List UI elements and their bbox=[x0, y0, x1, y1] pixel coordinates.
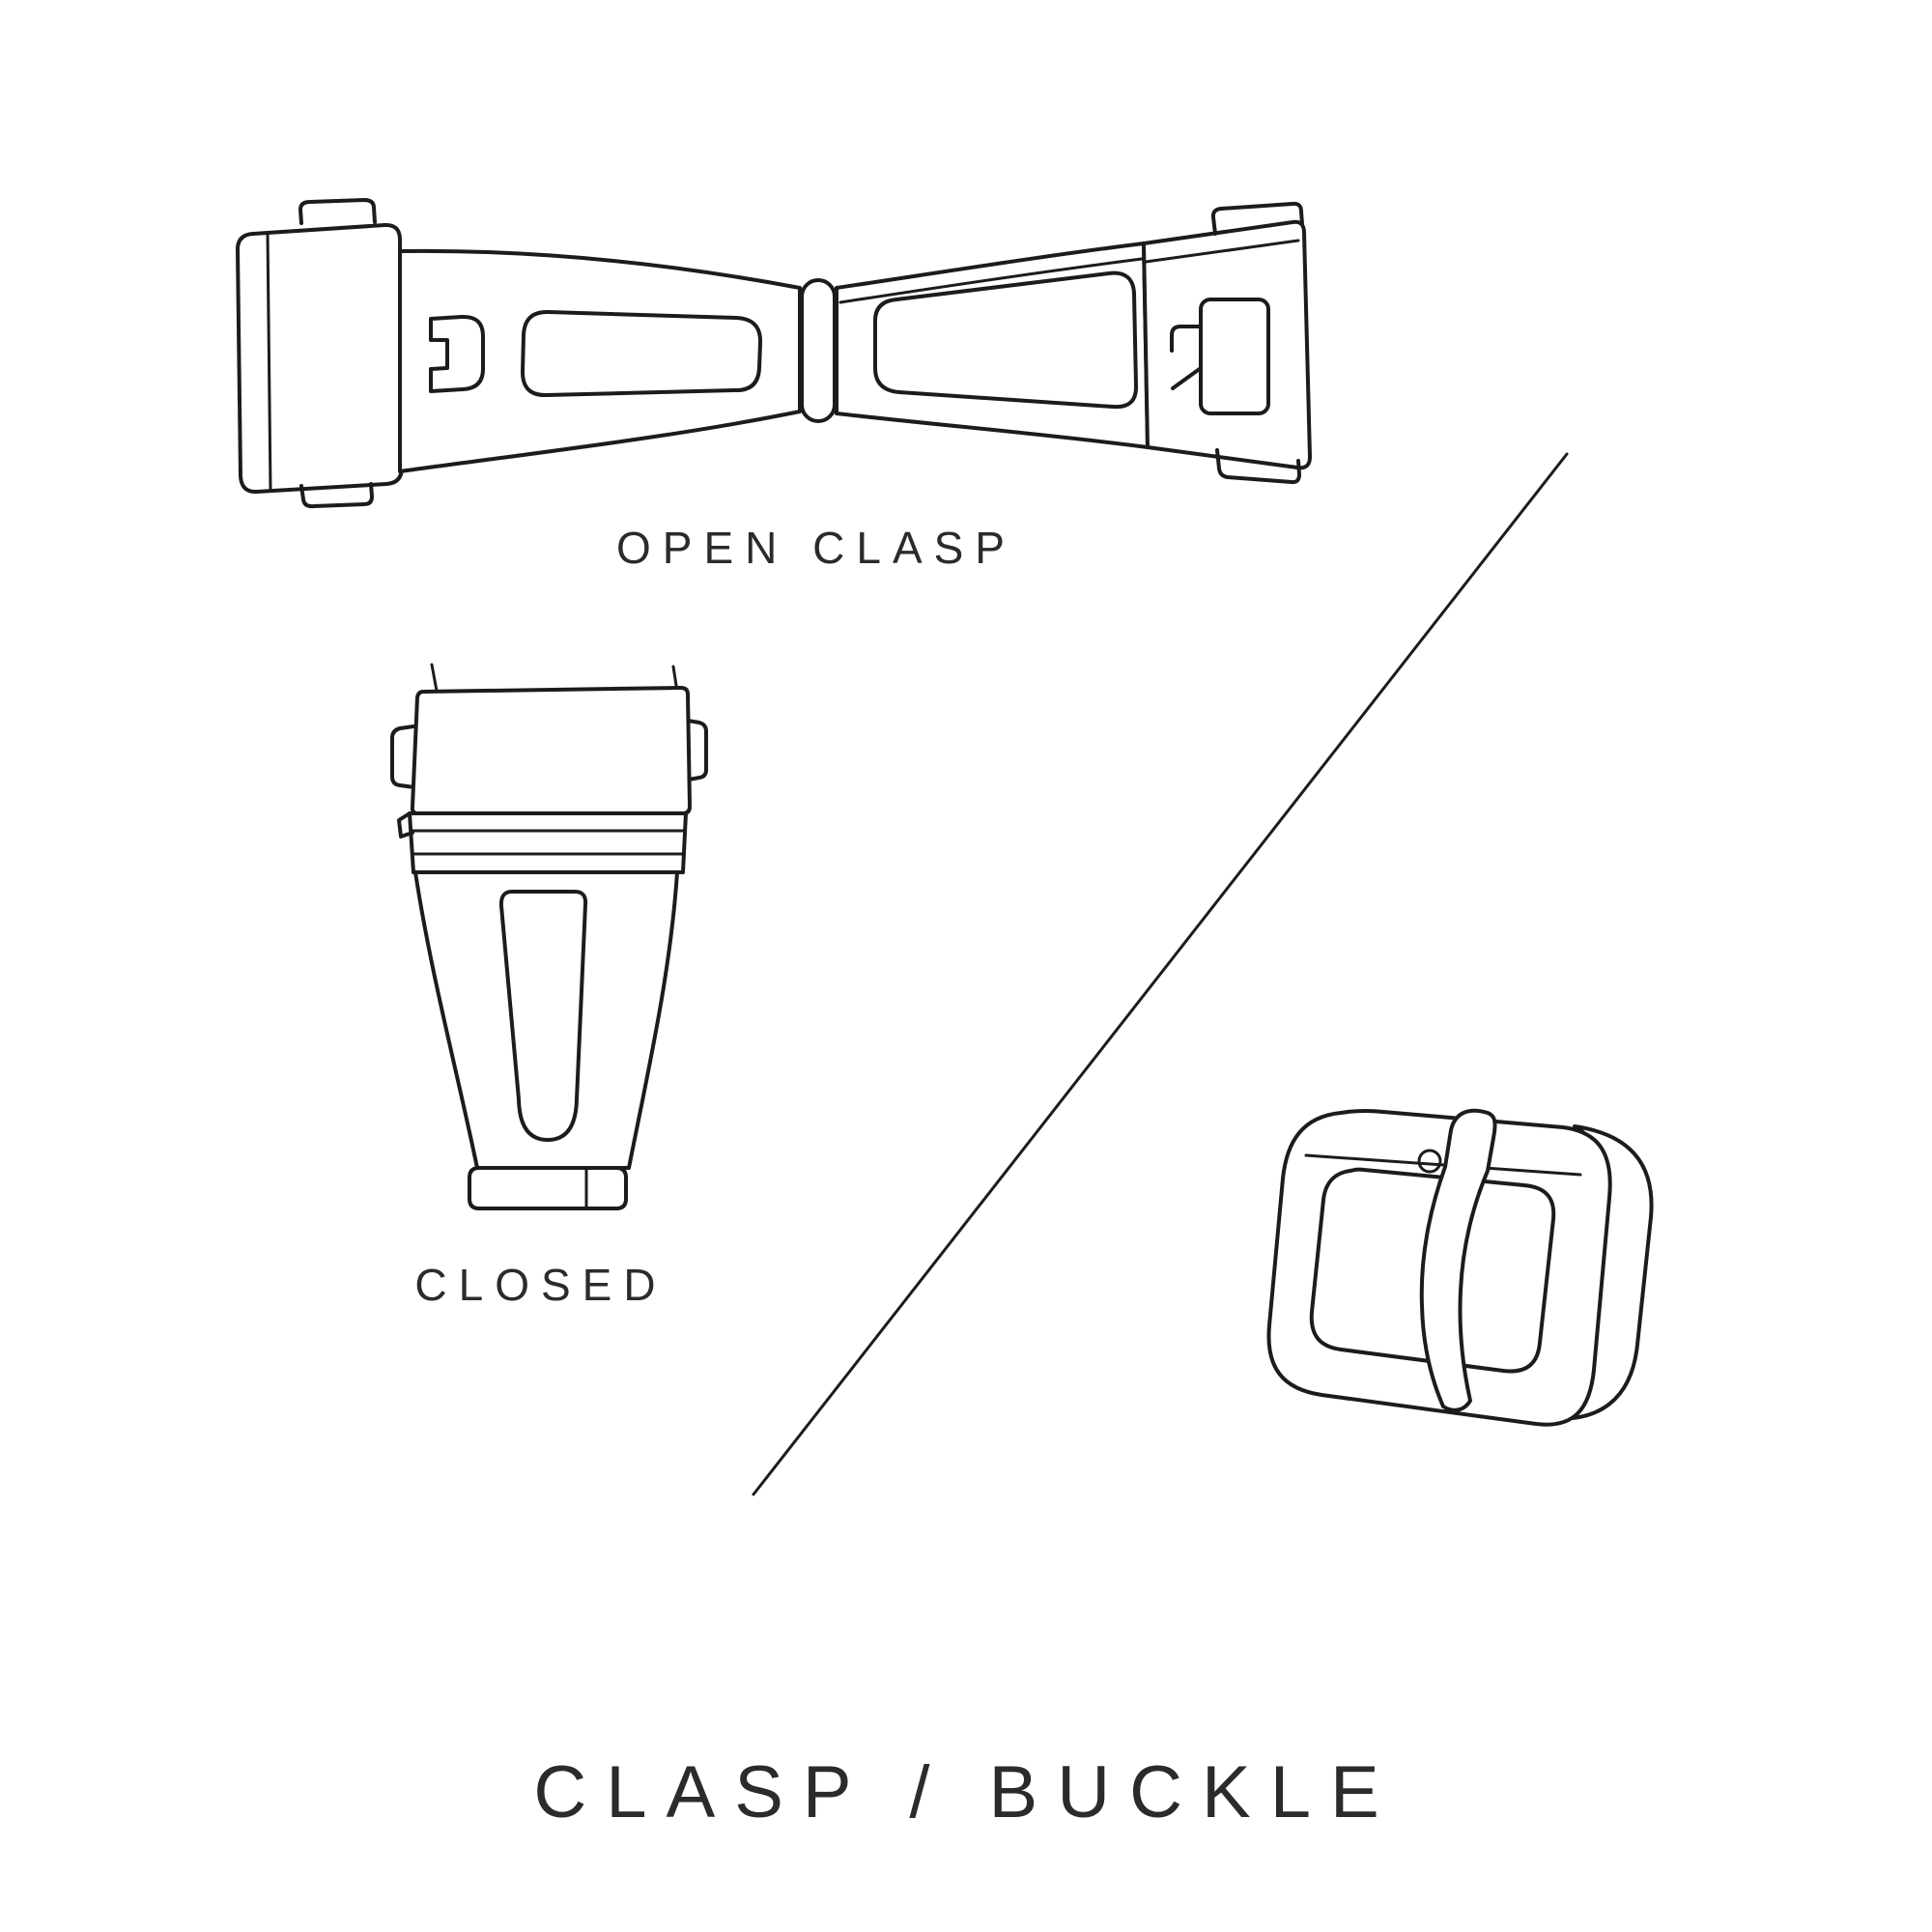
pin-buckle-illustration bbox=[1266, 1108, 1654, 1427]
closed-clasp-label: CLOSED bbox=[414, 1260, 668, 1310]
open-clasp-label: OPEN CLASP bbox=[616, 523, 1016, 573]
diagram-title: CLASP / BUCKLE bbox=[533, 1751, 1399, 1833]
closed-clasp-illustration bbox=[390, 663, 708, 1210]
open-clasp-illustration bbox=[236, 198, 1312, 509]
divider-line bbox=[752, 452, 1569, 1496]
